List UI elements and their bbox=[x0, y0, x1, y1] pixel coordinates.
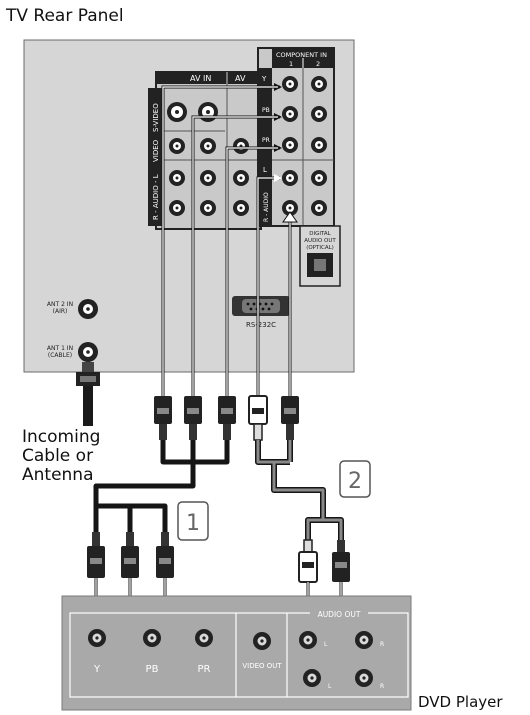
dvd-player-label: DVD Player bbox=[418, 693, 503, 711]
svg-text:2: 2 bbox=[348, 469, 362, 494]
dvd-video-out: VIDEO OUT bbox=[242, 632, 282, 670]
page-title: TV Rear Panel bbox=[6, 6, 124, 26]
av-in-label: AV IN bbox=[190, 74, 211, 83]
dvd-audio-out: AUDIO OUT L R L R bbox=[299, 607, 384, 690]
antenna-inputs: ANT 2 IN (AIR) ANT 1 IN (CABLE) bbox=[47, 299, 98, 362]
audio-out-label: AUDIO OUT bbox=[318, 610, 361, 619]
component-col-1: 1 bbox=[289, 60, 293, 68]
comp-audio-label: R - AUDIO bbox=[263, 192, 270, 222]
video-out-label: VIDEO OUT bbox=[242, 662, 282, 670]
comp-l-label: L bbox=[263, 166, 267, 174]
comp-pb-label: PB bbox=[262, 107, 270, 114]
svg-text:1: 1 bbox=[186, 511, 200, 536]
dvd-y-label: Y bbox=[93, 664, 101, 675]
dvd-component-jacks: Y PB PR bbox=[88, 629, 213, 675]
component-in-jacks bbox=[282, 76, 327, 216]
svg-text:DIGITAL: DIGITAL bbox=[309, 231, 331, 237]
svg-text:AUDIO OUT: AUDIO OUT bbox=[304, 238, 336, 244]
dvd-pr-label: PR bbox=[198, 664, 211, 675]
svg-text:(CABLE): (CABLE) bbox=[48, 352, 72, 359]
dvd-side-plugs bbox=[87, 532, 350, 583]
component-col-2: 2 bbox=[316, 60, 320, 68]
component-in-block: COMPONENT IN 1 2 Y PB PR L R - AUDIO bbox=[257, 47, 335, 227]
cable-bundle-2 bbox=[255, 440, 344, 540]
svg-text:ANT 1 IN: ANT 1 IN bbox=[47, 345, 73, 352]
svg-text:L: L bbox=[324, 641, 328, 648]
cable-bundle-1 bbox=[93, 440, 230, 532]
cable-badge-2: 2 bbox=[339, 460, 371, 498]
digital-audio-out: DIGITAL AUDIO OUT (OPTICAL) bbox=[299, 225, 341, 287]
svg-text:ANT 2 IN: ANT 2 IN bbox=[47, 301, 73, 308]
av-rca-jacks bbox=[169, 138, 249, 216]
rs232c-label: RS-232C bbox=[246, 321, 276, 329]
av-label: AV bbox=[235, 74, 246, 83]
svg-text:R: R bbox=[380, 683, 384, 690]
cable-badge-1: 1 bbox=[177, 501, 209, 541]
incoming-cable-label: Incoming Cable or Antenna bbox=[22, 427, 101, 485]
rs232c-port: RS-232C bbox=[232, 296, 290, 329]
comp-pr-label: PR bbox=[262, 137, 270, 144]
dvd-pb-label: PB bbox=[146, 664, 159, 675]
component-in-label: COMPONENT IN bbox=[276, 51, 327, 59]
antenna-cable bbox=[76, 362, 100, 426]
tv-cable-highlights bbox=[162, 86, 291, 396]
av-audio-label: R - AUDIO - L bbox=[152, 174, 160, 220]
svg-text:(OPTICAL): (OPTICAL) bbox=[306, 245, 334, 251]
comp-y-label: Y bbox=[261, 75, 267, 83]
svg-text:(AIR): (AIR) bbox=[53, 308, 68, 315]
video-label: VIDEO bbox=[152, 139, 160, 162]
tv-side-plugs bbox=[154, 395, 299, 441]
svg-text:L: L bbox=[328, 683, 332, 690]
svideo-label: S-VIDEO bbox=[152, 103, 160, 132]
svg-text:R: R bbox=[380, 641, 384, 648]
